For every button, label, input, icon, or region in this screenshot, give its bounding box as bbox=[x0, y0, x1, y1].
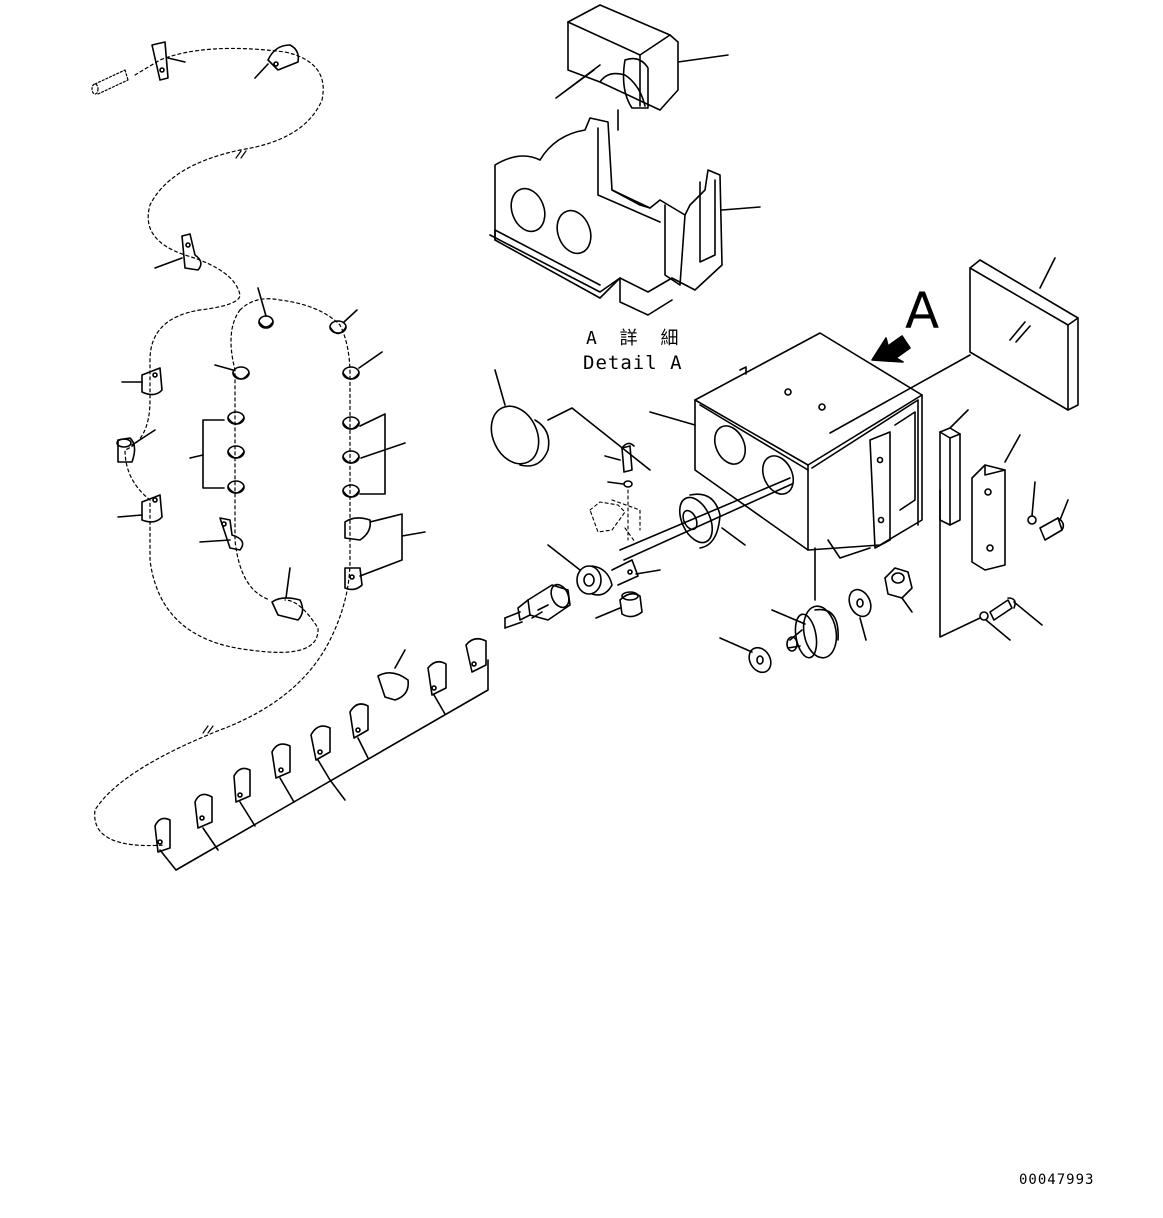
hex-nut bbox=[885, 568, 912, 612]
screw-lower-right bbox=[980, 598, 1042, 640]
bolt-dashed-group bbox=[590, 443, 640, 542]
glass-panel bbox=[830, 258, 1078, 433]
wire-end-connector bbox=[92, 70, 128, 94]
clamp-left-b bbox=[117, 430, 155, 462]
connector-plug bbox=[505, 582, 572, 628]
clamp-left-upper bbox=[155, 234, 201, 270]
clamp-top-2 bbox=[255, 45, 298, 78]
grommet-switch bbox=[772, 604, 840, 661]
view-direction-letter: A bbox=[905, 282, 940, 340]
bracket-plate bbox=[940, 435, 1020, 637]
ring-clip-column-left bbox=[190, 288, 273, 550]
clamp-top-1 bbox=[152, 42, 185, 80]
main-enclosure-box bbox=[650, 333, 922, 600]
detail-a-box bbox=[490, 118, 760, 315]
harness-route bbox=[95, 48, 350, 845]
detail-a-label-jp: A 詳 細 bbox=[586, 328, 685, 349]
gasket-strip bbox=[940, 410, 968, 525]
drawing-number: 00047993 bbox=[1019, 1172, 1095, 1188]
washer-center bbox=[845, 586, 875, 640]
washer-left bbox=[720, 638, 775, 676]
detail-a-actuator bbox=[556, 5, 728, 130]
ring-clip-column-right bbox=[330, 310, 425, 589]
cable-assembly bbox=[548, 478, 792, 595]
wire-break-marks bbox=[203, 151, 246, 733]
spacer-sleeve bbox=[596, 592, 642, 618]
detail-a-label-en: Detail A bbox=[583, 352, 683, 374]
screw-right bbox=[1028, 482, 1068, 540]
clamp-left-c bbox=[118, 495, 162, 522]
clamp-left-a bbox=[122, 368, 162, 395]
round-cap bbox=[482, 370, 650, 471]
clamp-chain-bottom bbox=[155, 639, 488, 870]
view-arrow-icon bbox=[872, 336, 910, 362]
clamp-lower-center bbox=[272, 568, 303, 620]
